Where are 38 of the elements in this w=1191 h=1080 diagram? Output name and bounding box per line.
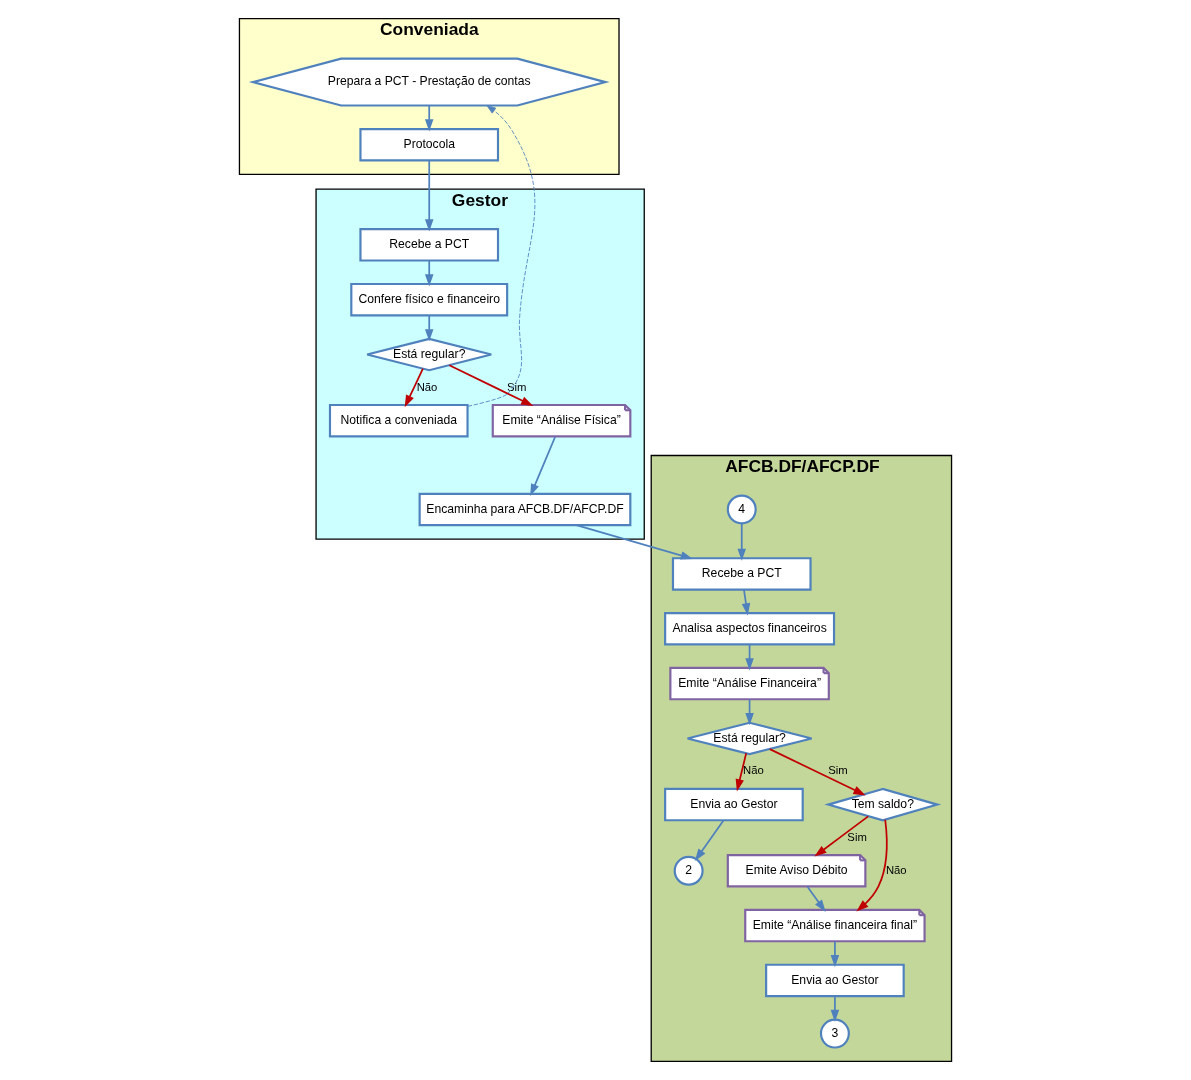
arrow <box>424 104 434 132</box>
arrow <box>530 435 557 497</box>
node-box: Recebe a PCT <box>671 557 812 591</box>
node-box: Confere físico e financeiro <box>350 282 509 317</box>
arrow <box>830 940 840 968</box>
arrow <box>424 314 434 342</box>
node-box: Recebe a PCT <box>359 228 500 262</box>
arrow <box>768 748 866 796</box>
node-box: Envia ao Gestor <box>765 963 905 998</box>
node-box: Notifica a conveniada <box>328 403 469 438</box>
node-box: Protocola <box>359 127 500 162</box>
arrow <box>448 364 534 407</box>
arrow <box>694 819 725 861</box>
edge-label: Não <box>743 764 764 777</box>
edge-label: Não <box>885 863 907 876</box>
arrow <box>735 752 748 792</box>
arrow <box>737 522 747 561</box>
node-box: Envia ao Gestor <box>664 787 804 822</box>
arrow <box>741 589 751 616</box>
edge-label: Não <box>416 380 438 393</box>
node-box: Encaminha para AFCB.DF/AFCP.DF <box>418 492 632 527</box>
node-circle: 2 <box>673 855 704 886</box>
node-box: Analisa aspectos financeiros <box>664 612 836 646</box>
arrow <box>575 524 693 560</box>
arrow <box>467 105 536 407</box>
arrow <box>830 995 840 1023</box>
arrow <box>424 159 434 232</box>
arrow <box>404 367 424 408</box>
arrow <box>806 885 826 912</box>
arrow <box>814 815 870 857</box>
node-circle: 4 <box>726 494 757 525</box>
arrow <box>424 259 434 287</box>
edge-label: Sim <box>847 830 867 843</box>
node-diamond: Está regular? <box>686 721 813 756</box>
node-diamond: Está regular? <box>366 337 493 372</box>
edge-label: Sim <box>828 764 848 777</box>
node-circle: 3 <box>819 1018 850 1049</box>
edge-label: Sim <box>506 380 527 393</box>
